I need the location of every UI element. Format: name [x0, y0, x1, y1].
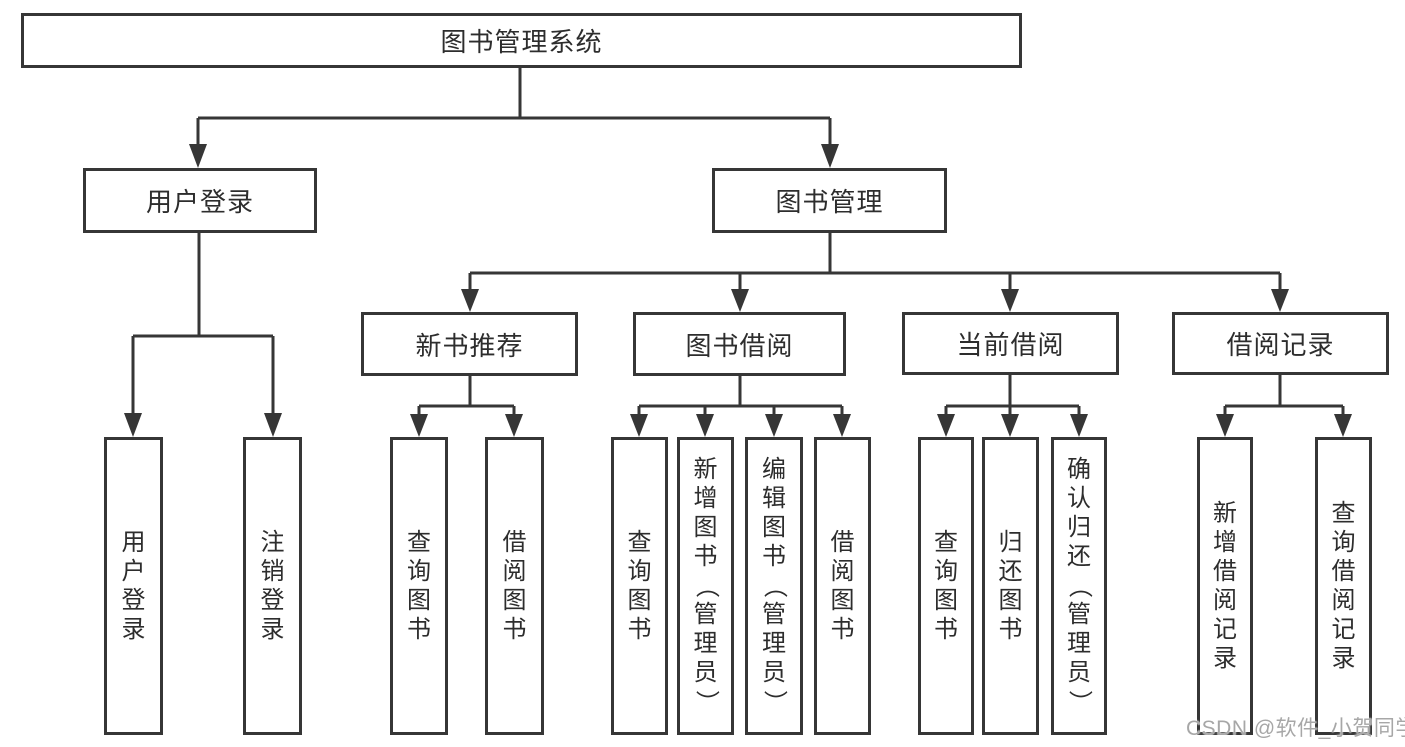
node-borrowing-records: 借阅记录 — [1172, 312, 1389, 375]
leaf-borrow-books-borrowing: 借阅图书 — [814, 437, 871, 735]
leaf-query-books-borrowing: 查询图书 — [611, 437, 668, 735]
leaf-add-borrow-record: 新增借阅记录 — [1197, 437, 1253, 735]
node-book-borrowing: 图书借阅 — [633, 312, 846, 376]
node-book-management: 图书管理 — [712, 168, 947, 233]
node-new-book-recommendation: 新书推荐 — [361, 312, 578, 376]
node-root: 图书管理系统 — [21, 13, 1022, 68]
leaf-return-books: 归还图书 — [982, 437, 1039, 735]
node-current-borrowing: 当前借阅 — [902, 312, 1119, 375]
leaf-add-books-admin: 新增图书（管理员） — [677, 437, 734, 735]
node-user-login: 用户登录 — [83, 168, 317, 233]
leaf-query-books-current: 查询图书 — [918, 437, 974, 735]
leaf-query-books-recommend: 查询图书 — [390, 437, 448, 735]
leaf-confirm-return-admin: 确认归还（管理员） — [1051, 437, 1107, 735]
watermark-text: CSDN @软件_小贺同学 — [1186, 717, 1405, 740]
leaf-query-borrow-record: 查询借阅记录 — [1315, 437, 1372, 735]
leaf-user-login: 用户登录 — [104, 437, 163, 735]
leaf-edit-books-admin: 编辑图书（管理员） — [745, 437, 803, 735]
leaf-borrow-books-recommend: 借阅图书 — [485, 437, 544, 735]
leaf-logout: 注销登录 — [243, 437, 302, 735]
